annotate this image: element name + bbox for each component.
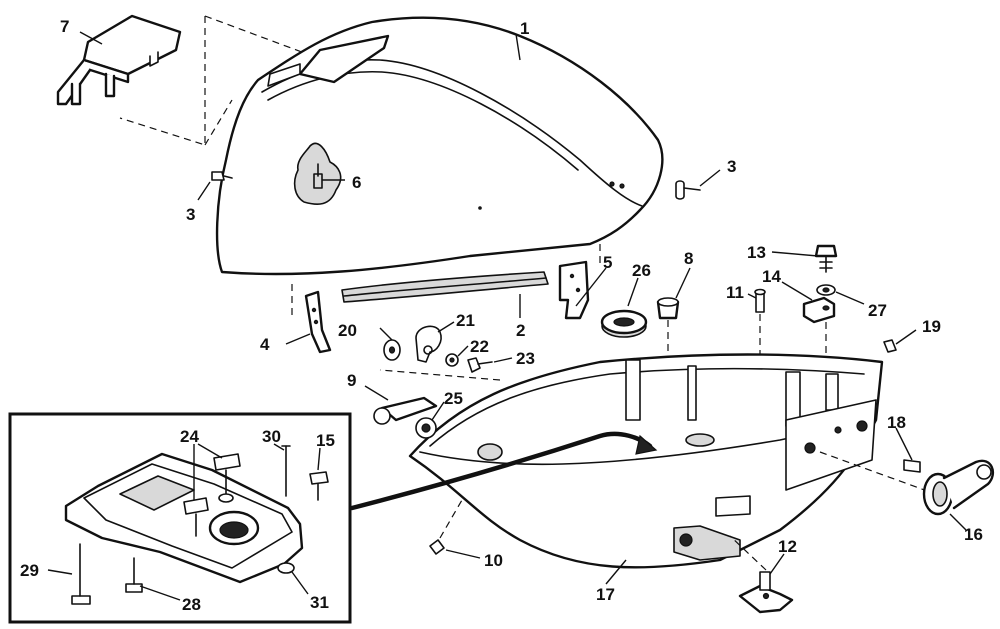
parts-20-23-latch-hardware [383, 325, 493, 373]
callout-12: 12 [778, 537, 797, 556]
callout-21: 21 [456, 311, 475, 330]
callout-6: 6 [352, 173, 361, 192]
callout-29: 29 [20, 561, 39, 580]
part-3-pins [211, 171, 701, 200]
part-18-pin [903, 459, 921, 473]
callout-26: 26 [632, 261, 651, 280]
part-7-projection-lines [119, 15, 319, 146]
part-5-latch-hook [558, 244, 601, 320]
callout-17: 17 [596, 585, 615, 604]
callout-16: 16 [964, 525, 983, 544]
callout-10: 10 [484, 551, 503, 570]
callout-9: 9 [347, 371, 356, 390]
part-1-upper-motor-cover [215, 16, 664, 276]
inset-detail-base-plate [8, 412, 658, 624]
callout-8: 8 [684, 249, 693, 268]
callout-20: 20 [338, 321, 357, 340]
callout-1: 1 [520, 19, 529, 38]
callout-19: 19 [922, 317, 941, 336]
leader-lines [47, 31, 967, 601]
callout-23: 23 [516, 349, 535, 368]
part-10-clip [429, 499, 463, 555]
part-7-cover-plate [56, 14, 182, 106]
callout-24: 24 [180, 427, 199, 446]
part-17-lower-motor-cover [379, 353, 931, 569]
callout-30: 30 [262, 427, 281, 446]
callout-3-left: 3 [186, 205, 195, 224]
callout-28: 28 [182, 595, 201, 614]
callout-14: 14 [762, 267, 781, 286]
callout-2: 2 [516, 321, 525, 340]
callout-labels: 1 2 3 3 4 5 6 7 8 9 10 11 12 13 14 15 16… [20, 17, 983, 614]
parts-9-25-latch [373, 396, 438, 439]
callout-11: 11 [726, 283, 744, 302]
callout-5: 5 [603, 253, 612, 272]
callout-27: 27 [868, 301, 887, 320]
part-2-seal-strip [341, 271, 549, 303]
callout-22: 22 [470, 337, 489, 356]
part-8-bushing [656, 297, 680, 440]
callout-3-right: 3 [727, 157, 736, 176]
part-19-screw [883, 339, 897, 353]
part-12-fuel-connector [729, 535, 794, 614]
part-26-grommet [600, 309, 648, 338]
parts-13-14-27-hardware [802, 244, 838, 392]
callout-13: 13 [747, 243, 766, 262]
part-16-grommet-cap [922, 459, 995, 516]
callout-31: 31 [310, 593, 329, 612]
callout-18: 18 [887, 413, 906, 432]
callout-7: 7 [60, 17, 69, 36]
callout-4: 4 [260, 335, 270, 354]
part-4-bracket [291, 284, 332, 354]
callout-25: 25 [444, 389, 463, 408]
callout-15: 15 [316, 431, 335, 450]
